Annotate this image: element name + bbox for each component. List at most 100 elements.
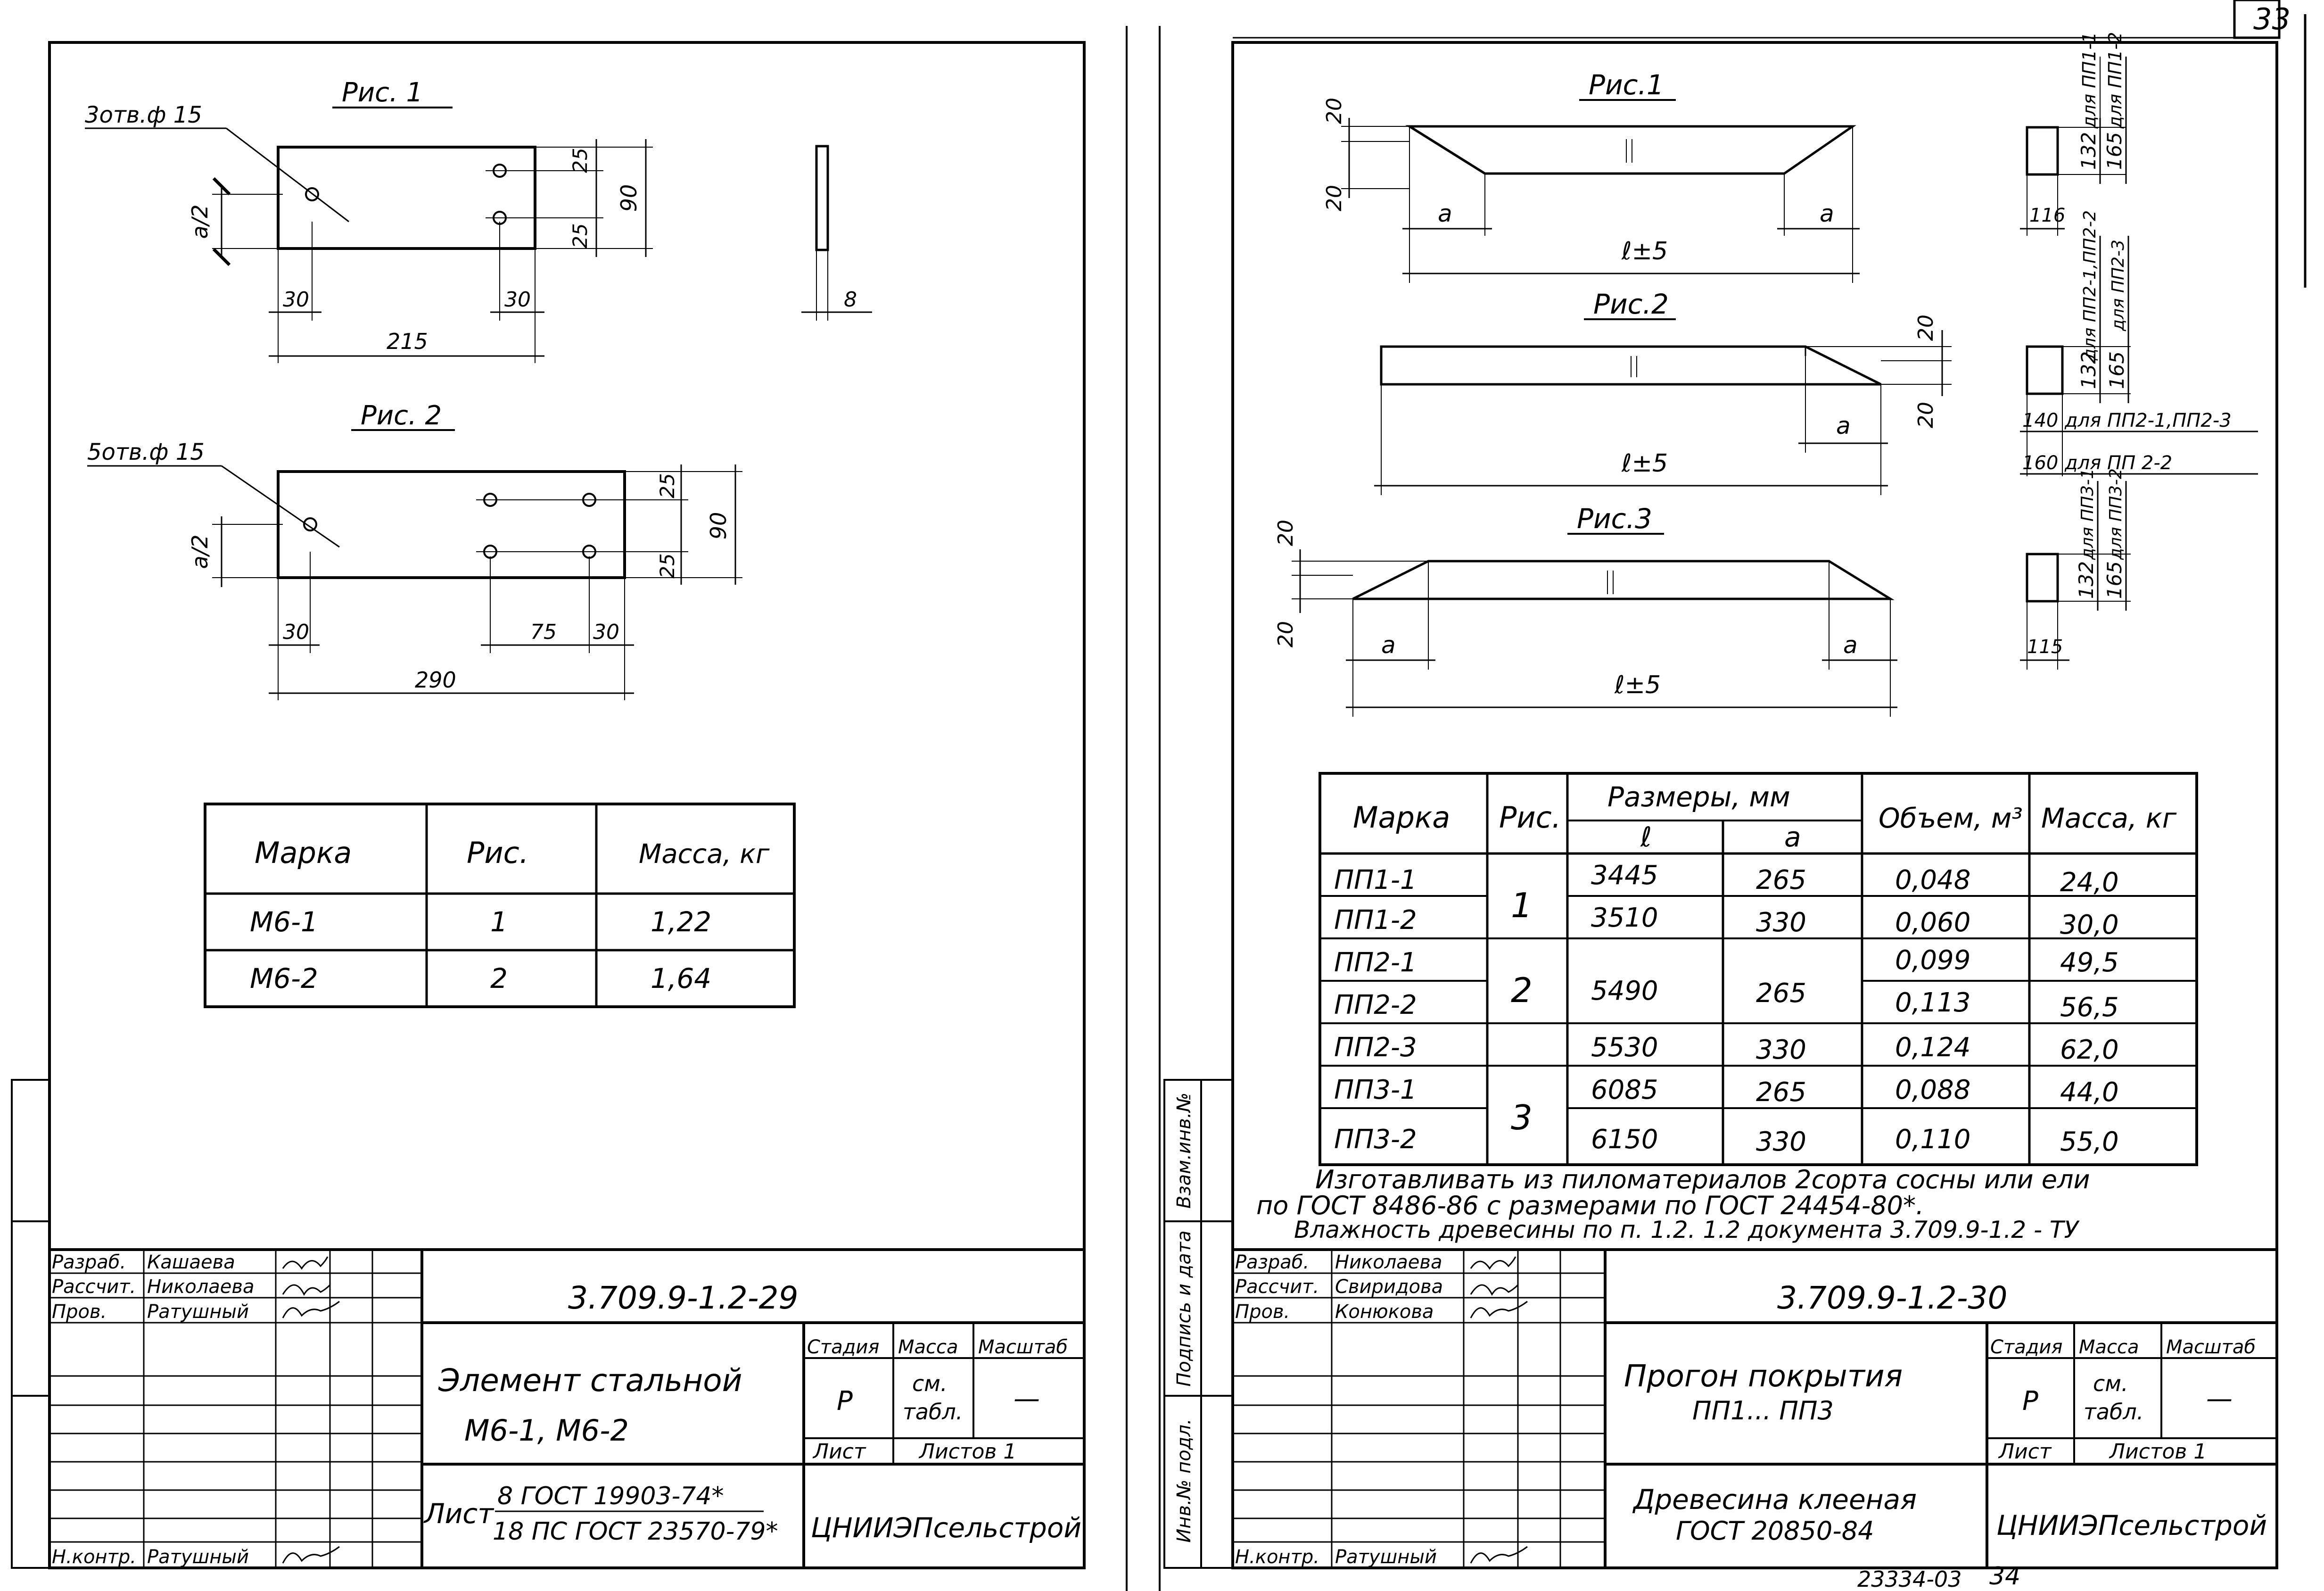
rtd-mark: ПП3-1	[1334, 1075, 1417, 1105]
signature	[282, 1256, 329, 1270]
stamp-org: ЦНИИЭПсельстрой	[1996, 1509, 2267, 1541]
right-sheet: 33 Рис.1 20 20 a a ℓ±5	[1159, 0, 2307, 1591]
stamp-sheets-header: Листов 1	[918, 1440, 1016, 1464]
sec1-h2: 165	[2103, 132, 2126, 170]
stamp-stage: Р	[2022, 1386, 2038, 1417]
rtd-mark: ПП2-1	[1334, 947, 1417, 978]
signature	[282, 1546, 340, 1564]
rtd-mark: ПП3-2	[1334, 1124, 1417, 1155]
td-fig: 1	[490, 906, 508, 938]
th-fig: Рис.	[467, 836, 528, 870]
rfig1-a1: a	[1438, 200, 1452, 227]
stamp-role: Рассчит.	[1235, 1276, 1319, 1298]
rtd-fig-merged: 1	[1511, 886, 1533, 925]
rfig1-a2: a	[1820, 200, 1834, 227]
stamp-mass-header: Масса	[898, 1336, 958, 1358]
stamp-mass-l1: см.	[912, 1371, 948, 1396]
th-mark: Марка	[255, 836, 352, 870]
rtd-mark: ПП1-2	[1334, 905, 1417, 936]
right-fig2: Рис.2 20 20 a ℓ±5	[1374, 288, 1952, 495]
sec2-w2: 160	[2022, 452, 2058, 474]
side-label: Подпись и дата	[1173, 1230, 1195, 1386]
rtd-mass: 44,0	[2060, 1077, 2119, 1108]
signature	[1470, 1301, 1528, 1318]
rtd-mass: 24,0	[2060, 867, 2119, 898]
left-sheet: Рис. 1 3отв.ф 15 a/2 25 25 90	[11, 26, 1128, 1591]
stamp-name: Свиридова	[1335, 1276, 1443, 1298]
rtd-vol: 0,060	[1895, 907, 1970, 938]
rth-mark: Марка	[1353, 800, 1450, 835]
stamp-scale: —	[1014, 1384, 1040, 1414]
stamp-role: Разраб.	[52, 1251, 126, 1273]
rtd-mark: ПП1-1	[1334, 865, 1417, 895]
stamp-sheets-header: Листов 1	[2109, 1440, 2207, 1464]
corner-page-number: 33	[2253, 2, 2291, 36]
fig2-holes-label: 5отв.ф 15	[87, 439, 205, 465]
signature	[1470, 1284, 1519, 1296]
sec1-h1: 132	[2077, 132, 2100, 170]
stamp-name: Николаева	[147, 1276, 254, 1298]
rtd-l: 3445	[1591, 860, 1658, 891]
stamp-mass-l2: табл.	[903, 1399, 963, 1425]
stamp-role: Пров.	[1235, 1301, 1290, 1323]
fig1-dim-length: 215	[387, 329, 428, 354]
footer-code: 23334-03	[1857, 1566, 1961, 1591]
hole	[303, 517, 317, 531]
stamp-role: Н.контр.	[1235, 1546, 1319, 1568]
signature	[1470, 1256, 1516, 1270]
fig1-holes-label: 3отв.ф 15	[85, 102, 202, 128]
note-line: Влажность древесины по п. 1.2. 1.2 докум…	[1294, 1216, 2080, 1243]
fig1-dim-thickness: 8	[844, 288, 857, 312]
stamp-stage: Р	[837, 1386, 853, 1417]
rtd-mass: 49,5	[2060, 947, 2119, 978]
signature	[282, 1284, 331, 1296]
rtd-mass: 55,0	[2060, 1127, 2119, 1157]
rth-a: a	[1784, 821, 1801, 853]
rtd-mass: 30,0	[2060, 910, 2119, 940]
rtd-a: 265	[1756, 865, 1806, 895]
fig2-dim-left: 30	[283, 620, 309, 644]
rfig3-d1: 20	[1274, 520, 1298, 546]
rfig1-d1: 20	[1322, 98, 1346, 124]
fig2-title: Рис. 2	[361, 400, 442, 431]
notes: Изготавливать из пиломатериалов 2сорта с…	[1256, 1165, 2090, 1243]
stamp-scale: —	[2206, 1384, 2233, 1414]
stamp-mass-header: Масса	[2079, 1336, 2139, 1358]
sec2-h2: 165	[2105, 351, 2128, 389]
rth-vol: Объем, м³	[1879, 802, 2023, 834]
sec3-h2: 165	[2103, 561, 2126, 599]
fig2-dim-height: 90	[706, 512, 731, 540]
fig2-dim-length: 290	[415, 667, 456, 693]
side-label: Взам.инв.№	[1173, 1093, 1195, 1209]
rtd-mass: 56,5	[2060, 992, 2119, 1023]
rtd-a: 330	[1756, 1127, 1806, 1157]
sec2-h1: 132	[2077, 351, 2100, 389]
rth-dims: Размеры, мм	[1607, 781, 1790, 813]
rfig1-title: Рис.1	[1589, 69, 1664, 101]
stamp-name: Ратушный	[147, 1546, 249, 1568]
rtd-l: 6150	[1591, 1124, 1658, 1155]
sec2-w2-label: для ПП 2-2	[2064, 452, 2172, 474]
stamp-stage-header: Стадия	[1990, 1336, 2062, 1358]
stamp-code: 3.709.9-1.2-29	[568, 1280, 799, 1316]
stamp-title-line1: Прогон покрытия	[1624, 1359, 1903, 1394]
cross-sections: 132 165 для ПП1-1 для ПП1-2 116 132 165 …	[2020, 32, 2258, 670]
right-title-block: Разраб. Николаева Рассчит. Свиридова Про…	[1231, 1248, 2278, 1569]
stamp-role: Разраб.	[1235, 1251, 1309, 1273]
rfig3-beam	[1352, 560, 1895, 600]
stamp-role: Пров.	[52, 1301, 107, 1323]
rtd-l: 6085	[1591, 1075, 1658, 1105]
rtd-vol: 0,124	[1895, 1032, 1970, 1063]
stamp-name: Ратушный	[147, 1301, 249, 1323]
left-fig2: Рис. 2 5отв.ф 15 a/2 25	[87, 400, 742, 700]
th-mass: Масса, кг	[639, 839, 770, 870]
fig1-dim-half: a/2	[187, 205, 213, 239]
rfig3-d2: 20	[1274, 621, 1298, 647]
stamp-role: Рассчит.	[52, 1276, 136, 1298]
rtd-mass: 62,0	[2060, 1035, 2119, 1065]
sec2-w1: 140	[2022, 410, 2058, 431]
stamp-material-prefix: Лист	[423, 1498, 494, 1530]
fig1-dim-bottom: 25	[569, 223, 592, 248]
